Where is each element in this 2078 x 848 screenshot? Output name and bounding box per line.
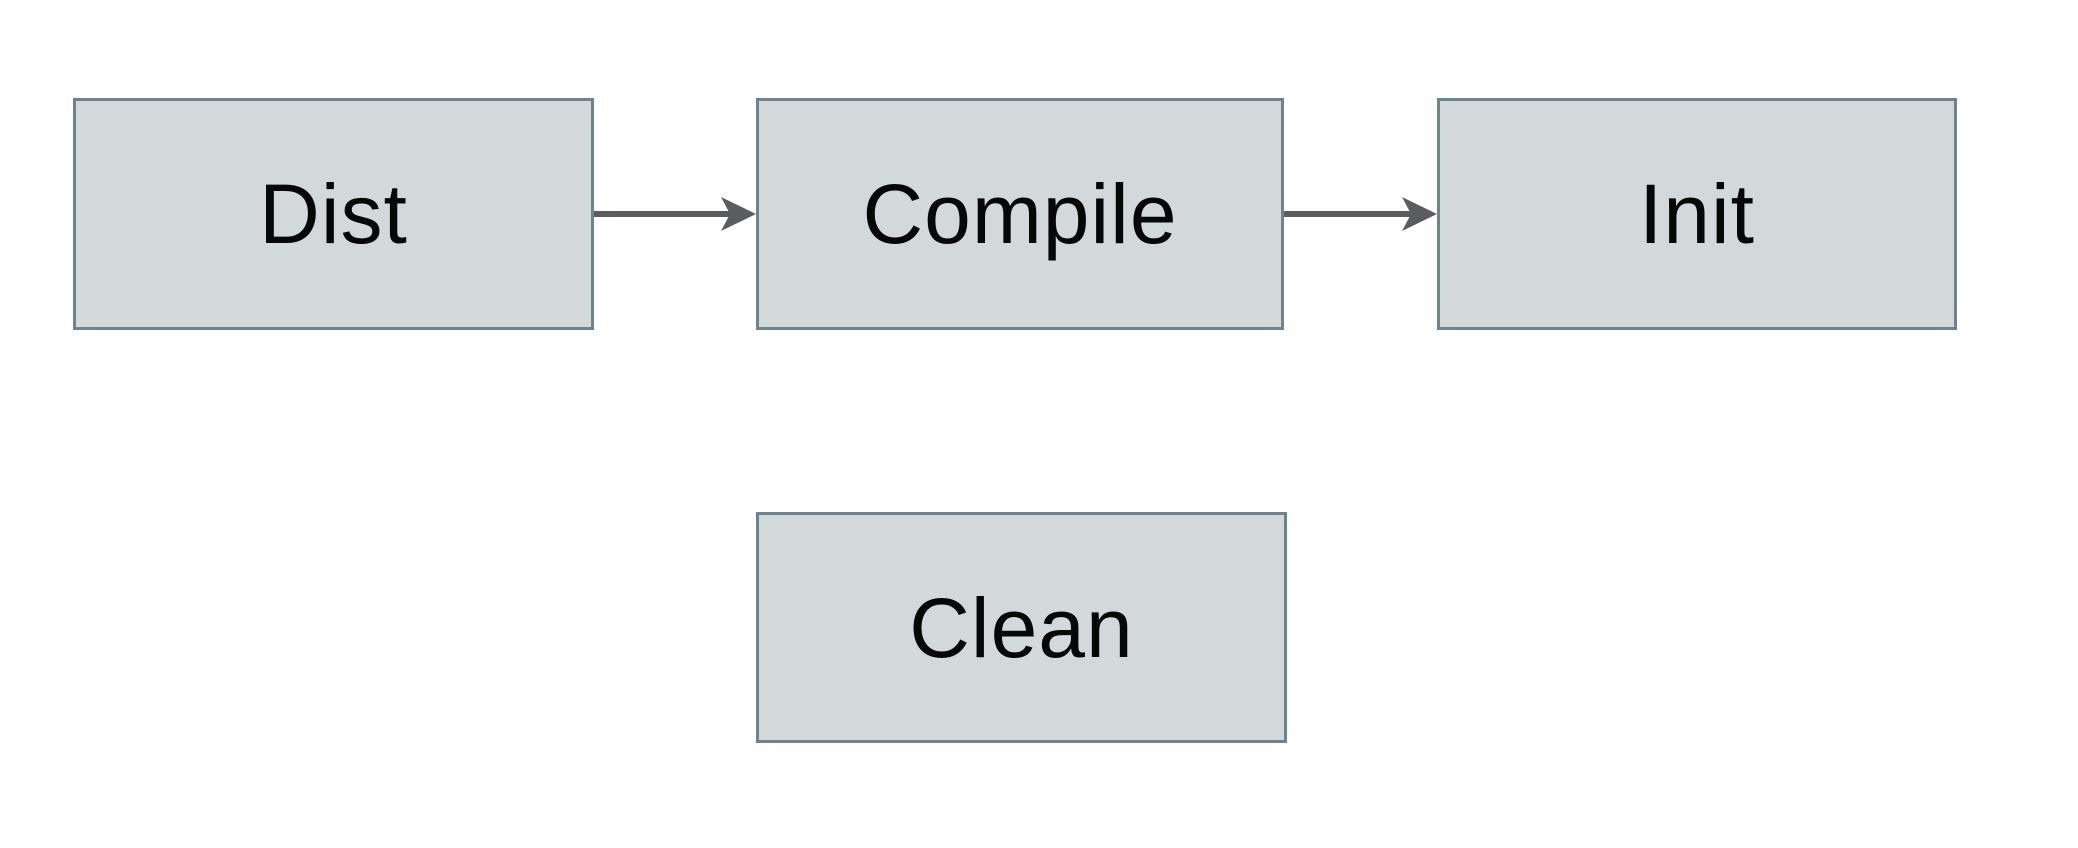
arrow-compile-to-init [1284, 197, 1437, 231]
arrow-dist-to-compile [594, 197, 756, 231]
arrow-head-icon [721, 197, 756, 231]
node-init: Init [1437, 98, 1957, 330]
node-dist: Dist [73, 98, 594, 330]
node-clean: Clean [756, 512, 1287, 743]
node-dist-label: Dist [259, 167, 408, 261]
arrow-head-icon [1402, 197, 1437, 231]
node-init-label: Init [1638, 167, 1756, 261]
node-compile-label: Compile [862, 167, 1178, 261]
node-compile: Compile [756, 98, 1284, 330]
node-clean-label: Clean [909, 580, 1134, 675]
